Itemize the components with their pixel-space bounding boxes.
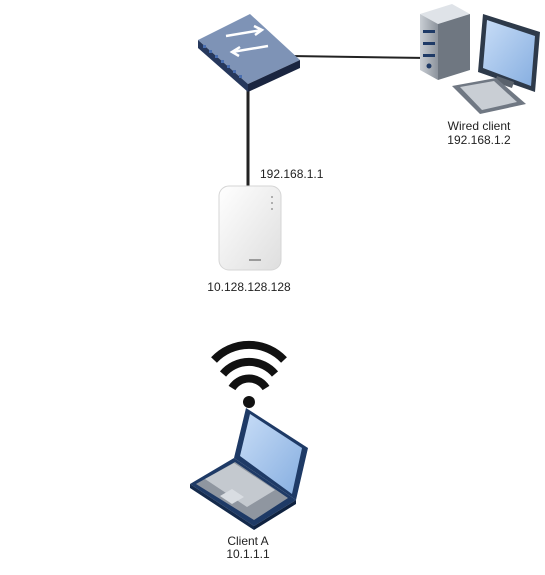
wifi-dot (243, 396, 255, 408)
client-a-ip-label: 10.1.1.1 (226, 547, 270, 561)
link-switch-to-wired-client (289, 55, 429, 59)
desktop-computer-icon (420, 4, 540, 114)
client-a-name-label: Client A (227, 534, 269, 548)
wired-client-ip-label: 192.168.1.2 (447, 133, 511, 147)
wireless-access-point-icon (218, 185, 282, 271)
laptop-icon (190, 408, 308, 530)
access-point-ip-label: 10.128.128.128 (207, 280, 291, 294)
wired-client-name-label: Wired client (447, 119, 511, 133)
access-point-uplink-ip-label: 192.168.1.1 (260, 167, 324, 181)
network-switch-icon (198, 14, 300, 92)
wifi-signal-icon (211, 340, 287, 391)
